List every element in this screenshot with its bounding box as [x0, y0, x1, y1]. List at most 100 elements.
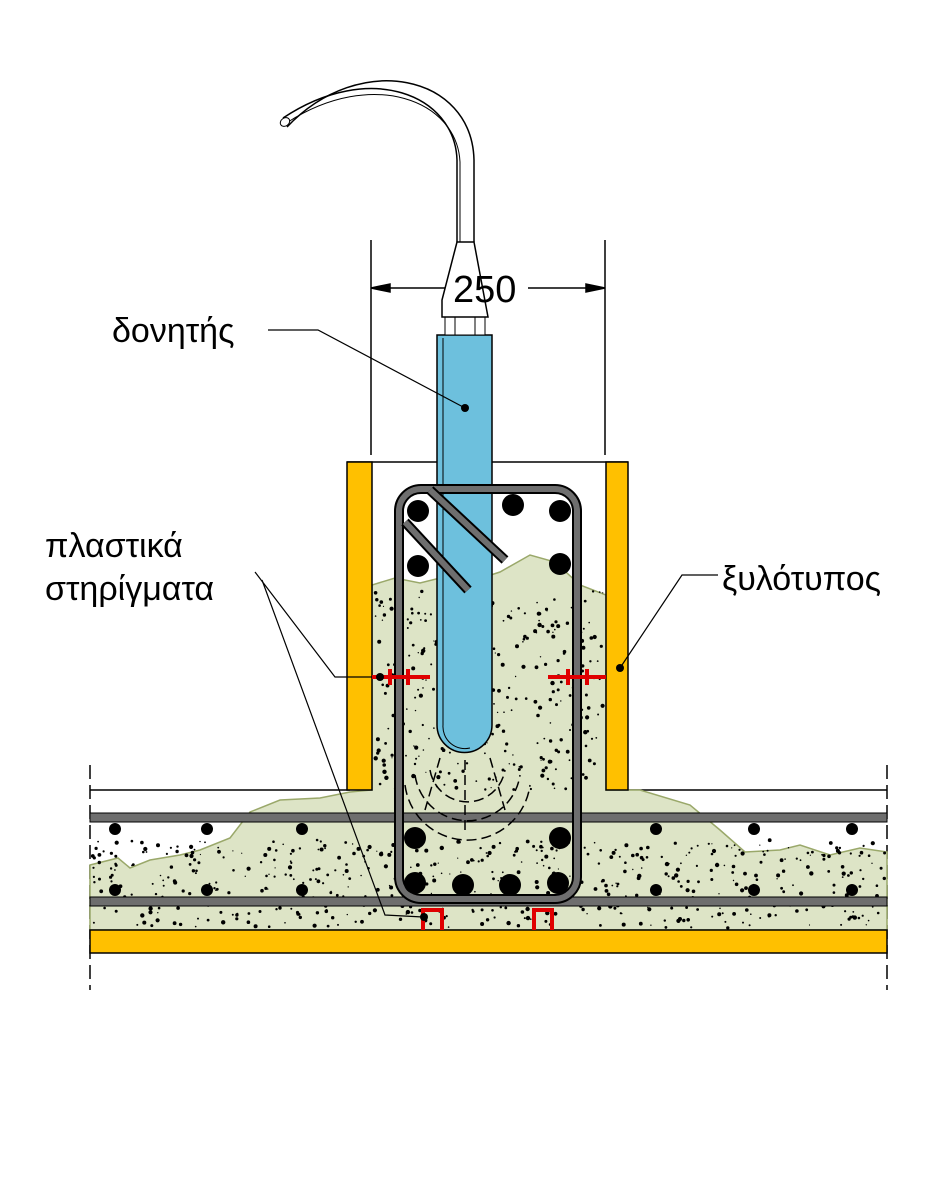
aggregate-speck [623, 869, 627, 874]
aggregate-speck [447, 926, 450, 928]
aggregate-speck [422, 749, 425, 751]
aggregate-speck [641, 858, 645, 862]
aggregate-speck [445, 915, 448, 918]
aggregate-speck [559, 680, 563, 684]
aggregate-speck [378, 604, 381, 607]
aggregate-speck [581, 907, 585, 912]
aggregate-speck [433, 727, 435, 729]
aggregate-speck [546, 777, 550, 781]
aggregate-speck [130, 839, 134, 843]
aggregate-speck [639, 846, 643, 851]
aggregate-speck [290, 907, 293, 910]
aggregate-speck [568, 694, 572, 697]
aggregate-speck [289, 852, 292, 855]
aggregate-speck [477, 860, 480, 863]
aggregate-speck [382, 763, 387, 767]
aggregate-speck [711, 915, 714, 918]
aggregate-speck [375, 598, 379, 602]
aggregate-speck [326, 873, 330, 877]
aggregate-speck [733, 844, 736, 847]
rebar [407, 500, 429, 522]
aggregate-speck [711, 843, 713, 845]
aggregate-speck [553, 857, 556, 860]
aggregate-speck [263, 853, 268, 857]
aggregate-speck [491, 732, 494, 736]
aggregate-speck [858, 885, 862, 888]
aggregate-speck [506, 920, 511, 926]
aggregate-speck [695, 864, 699, 868]
aggregate-speck [102, 850, 105, 853]
aggregate-speck [734, 882, 739, 887]
aggregate-speck [406, 618, 409, 621]
aggregate-speck [260, 888, 264, 893]
aggregate-speck [781, 869, 786, 873]
aggregate-speck [597, 862, 601, 865]
aggregate-speck [471, 910, 475, 913]
aggregate-speck [465, 762, 469, 765]
aggregate-speck [852, 911, 855, 913]
aggregate-speck [449, 873, 451, 875]
aggregate-speck [345, 863, 348, 866]
aggregate-speck [664, 872, 668, 876]
aggregate-speck [232, 869, 235, 872]
aggregate-speck [811, 850, 814, 854]
aggregate-speck [274, 867, 276, 869]
aggregate-speck [631, 853, 635, 858]
rebar [549, 553, 571, 575]
bottom-formwork [89, 929, 888, 954]
aggregate-speck [486, 854, 490, 858]
aggregate-speck [492, 877, 495, 881]
aggregate-speck [510, 610, 513, 612]
aggregate-speck [460, 871, 462, 873]
aggregate-speck [235, 913, 239, 917]
aggregate-speck [409, 621, 413, 625]
aggregate-speck [114, 869, 116, 871]
aggregate-speck [742, 921, 744, 924]
concrete-fill [89, 554, 888, 931]
aggregate-speck [421, 723, 424, 727]
aggregate-speck [635, 852, 639, 857]
aggregate-speck [517, 607, 520, 610]
aggregate-speck [114, 909, 118, 913]
spacers-label-line2: στηρίγματα [45, 570, 214, 608]
aggregate-speck [424, 612, 427, 615]
aggregate-speck [291, 848, 295, 853]
rebar [452, 874, 474, 896]
aggregate-speck [822, 853, 826, 858]
aggregate-speck [268, 873, 270, 875]
aggregate-speck [755, 878, 759, 881]
aggregate-speck [492, 647, 496, 650]
aggregate-speck [447, 771, 451, 775]
aggregate-speck [337, 923, 339, 926]
slab-rebar [296, 884, 308, 896]
rebar [549, 827, 571, 849]
aggregate-speck [748, 924, 751, 927]
aggregate-speck [517, 768, 521, 771]
aggregate-speck [265, 874, 268, 878]
aggregate-speck [780, 886, 783, 890]
aggregate-speck [197, 917, 199, 920]
aggregate-speck [835, 846, 839, 850]
aggregate-speck [759, 860, 763, 864]
aggregate-speck [867, 854, 871, 857]
aggregate-speck [114, 854, 118, 858]
aggregate-speck [418, 693, 423, 698]
aggregate-speck [440, 872, 443, 875]
aggregate-speck [717, 912, 722, 917]
aggregate-speck [312, 869, 315, 872]
aggregate-speck [330, 890, 332, 893]
aggregate-speck [217, 846, 220, 849]
aggregate-speck [221, 920, 226, 925]
aggregate-speck [557, 868, 560, 870]
aggregate-speck [90, 854, 95, 858]
aggregate-speck [386, 663, 390, 667]
aggregate-speck [502, 619, 505, 622]
aggregate-speck [382, 769, 387, 774]
aggregate-speck [597, 906, 602, 911]
aggregate-speck [284, 922, 286, 924]
aggregate-speck [421, 648, 426, 653]
aggregate-speck [520, 861, 523, 863]
aggregate-speck [614, 848, 617, 852]
aggregate-speck [725, 844, 729, 848]
aggregate-speck [562, 652, 566, 655]
